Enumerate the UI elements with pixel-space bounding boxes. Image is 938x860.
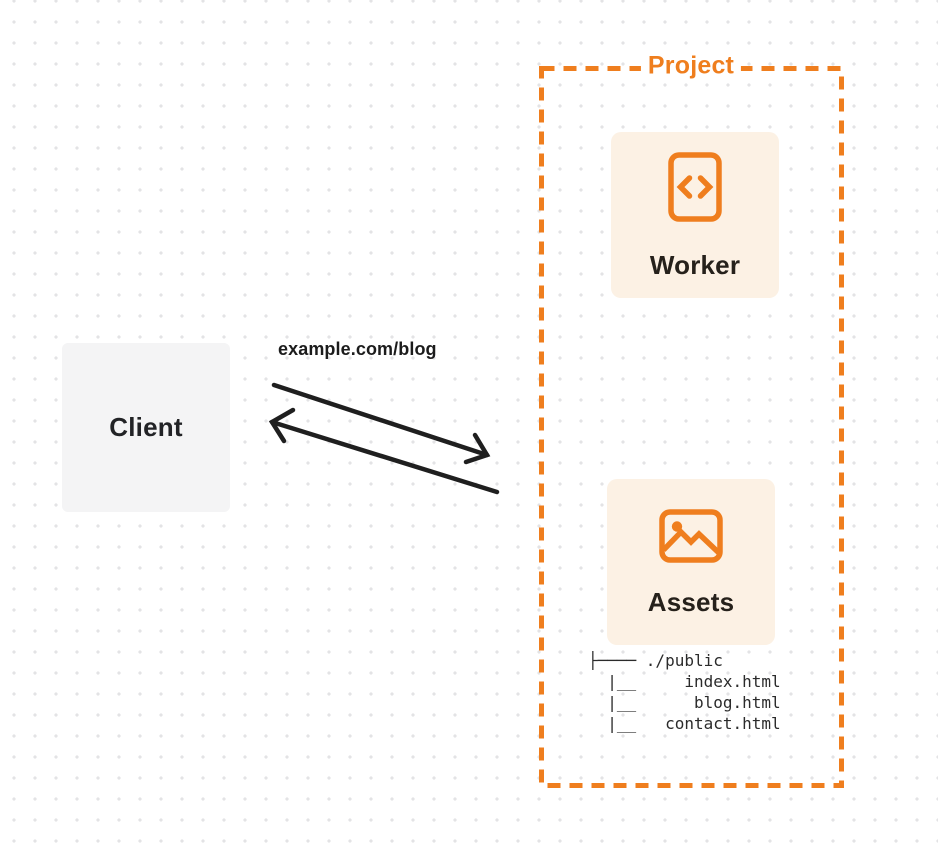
project-label: Project bbox=[640, 50, 742, 82]
response-arrow-shaft bbox=[269, 419, 500, 495]
request-url-label: example.com/blog bbox=[278, 339, 437, 359]
assets-box: Assets bbox=[607, 479, 775, 645]
worker-box: Worker bbox=[611, 132, 779, 298]
client-label: Client bbox=[109, 412, 183, 442]
image-icon bbox=[659, 509, 723, 563]
request-arrowhead bbox=[463, 432, 491, 465]
assets-label: Assets bbox=[647, 587, 735, 617]
code-file-icon bbox=[668, 152, 722, 222]
worker-label: Worker bbox=[649, 250, 741, 280]
file-tree: ├──── ./public |__ index.html |__ blog.h… bbox=[588, 651, 781, 733]
request-arrow-shaft bbox=[271, 382, 490, 458]
response-arrowhead bbox=[268, 407, 296, 444]
client-box: Client bbox=[62, 343, 230, 512]
